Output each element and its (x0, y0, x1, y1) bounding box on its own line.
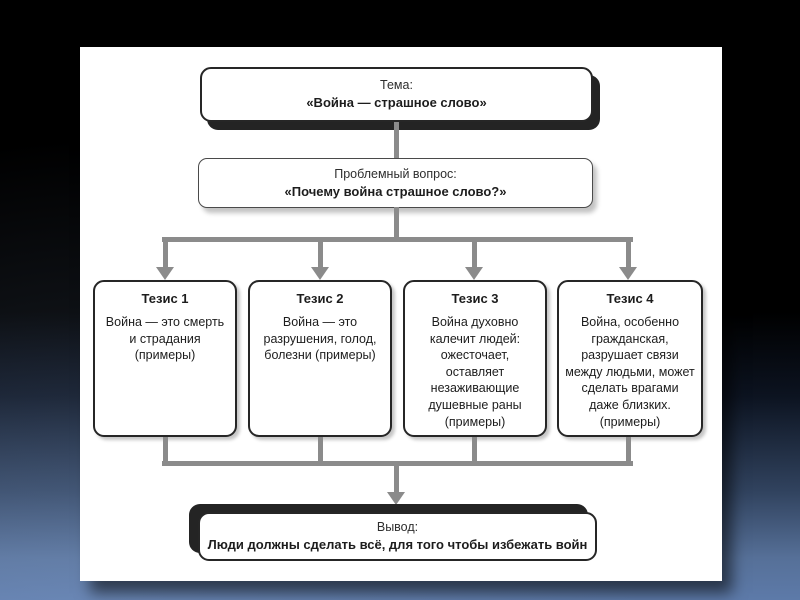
thesis-3-heading: Тезис 3 (451, 291, 499, 306)
theme-title: «Война — страшное слово» (306, 95, 487, 111)
connector-bar-conclusion (394, 464, 399, 492)
diagram-panel: Тема: «Война — страшное слово» Проблемны… (80, 47, 722, 581)
theme-label: Тема: (380, 78, 413, 93)
arrow-down-icon (465, 267, 483, 280)
connector-thesis1-bar (163, 437, 168, 464)
thesis-4-heading: Тезис 4 (606, 291, 654, 306)
connector-bar-thesis4 (626, 241, 631, 268)
thesis-4-body: Война, особенно гражданская, разрушает с… (565, 314, 695, 429)
connector-problem-bar (394, 207, 399, 239)
problem-question-box: Проблемный вопрос: «Почему война страшно… (198, 158, 593, 208)
thesis-3-body: Война духовно калечит людей: ожесточает,… (428, 314, 522, 429)
theme-box: Тема: «Война — страшное слово» (200, 67, 593, 122)
arrow-down-icon (387, 492, 405, 505)
thesis-2-body: Война — это разрушения, голод, болезни (… (263, 314, 377, 363)
top-branch-bar (162, 237, 633, 242)
arrow-down-icon (311, 267, 329, 280)
conclusion-box: Вывод: Люди должны сделать всё, для того… (198, 512, 597, 561)
connector-bar-thesis2 (318, 241, 323, 268)
thesis-1-box: Тезис 1 Война — это смерть и страдания (… (93, 280, 237, 437)
thesis-1-heading: Тезис 1 (141, 291, 189, 306)
arrow-down-icon (156, 267, 174, 280)
arrow-down-icon (619, 267, 637, 280)
thesis-4-box: Тезис 4 Война, особенно гражданская, раз… (557, 280, 703, 437)
bottom-branch-bar (162, 461, 633, 466)
conclusion-title: Люди должны сделать всё, для того чтобы … (207, 537, 588, 553)
conclusion-label: Вывод: (376, 520, 419, 535)
problem-title: «Почему война страшное слово?» (284, 183, 507, 199)
connector-theme-problem (394, 122, 399, 160)
connector-bar-thesis1 (163, 241, 168, 268)
connector-thesis3-bar (472, 437, 477, 464)
problem-label: Проблемный вопрос: (334, 166, 457, 181)
connector-thesis2-bar (318, 437, 323, 464)
connector-thesis4-bar (626, 437, 631, 464)
thesis-1-body: Война — это смерть и страдания (примеры) (105, 314, 225, 363)
thesis-3-box: Тезис 3 Война духовно калечит людей: оже… (403, 280, 547, 437)
thesis-2-heading: Тезис 2 (296, 291, 344, 306)
thesis-2-box: Тезис 2 Война — это разрушения, голод, б… (248, 280, 392, 437)
connector-bar-thesis3 (472, 241, 477, 268)
